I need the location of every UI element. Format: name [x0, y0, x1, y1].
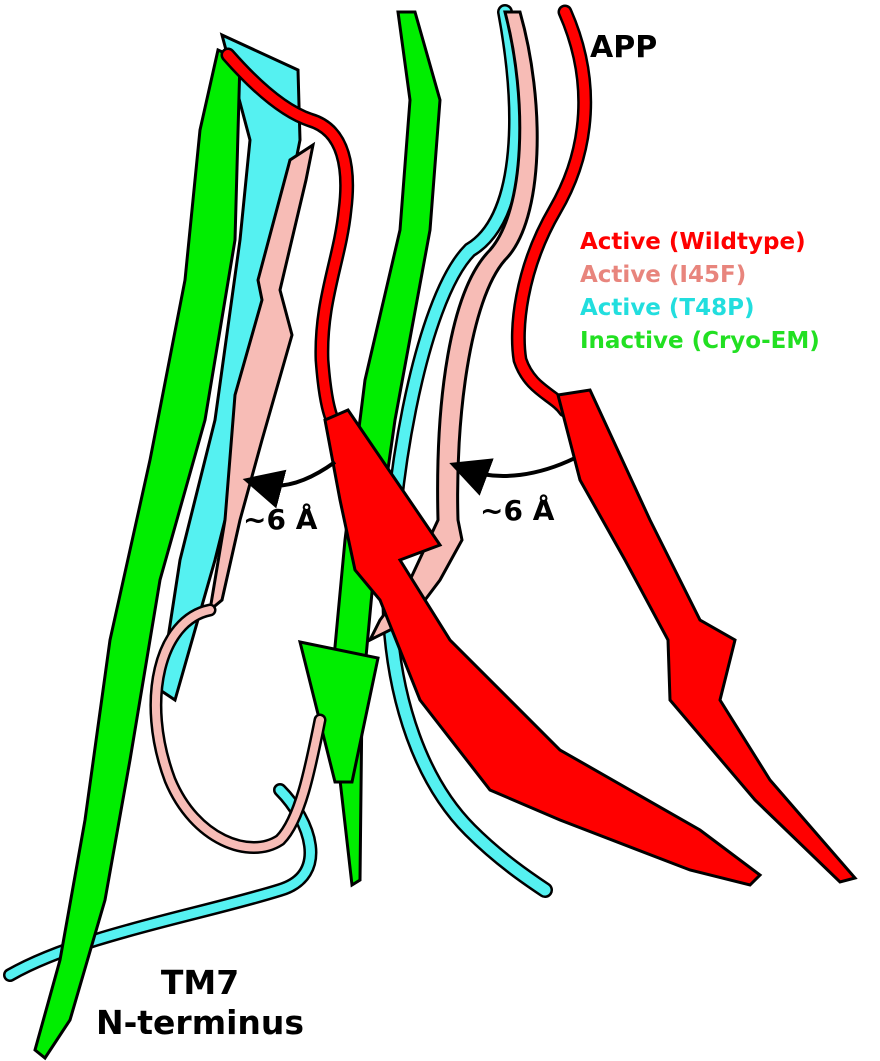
legend: Active (Wildtype) Active (I45F) Active (… [580, 226, 820, 358]
measurement-arrow-right [468, 458, 575, 476]
tm7-n-terminus-label: TM7 N-terminus [90, 963, 310, 1043]
legend-item-wildtype: Active (Wildtype) [580, 226, 820, 259]
tm7-label-line1: TM7 [90, 963, 310, 1003]
legend-item-cryo-em: Inactive (Cryo-EM) [580, 325, 820, 358]
app-label: APP [590, 30, 657, 65]
distance-label-left: ~6 Å [243, 503, 317, 536]
measurement-arrow-left [262, 462, 335, 486]
distance-label-right: ~6 Å [480, 494, 554, 527]
t48p-tm7-tail [10, 790, 310, 975]
legend-item-i45f: Active (I45F) [580, 259, 820, 292]
tm7-label-line2: N-terminus [90, 1003, 310, 1043]
wildtype-ribbon [228, 12, 855, 885]
legend-item-t48p: Active (T48P) [580, 292, 820, 325]
